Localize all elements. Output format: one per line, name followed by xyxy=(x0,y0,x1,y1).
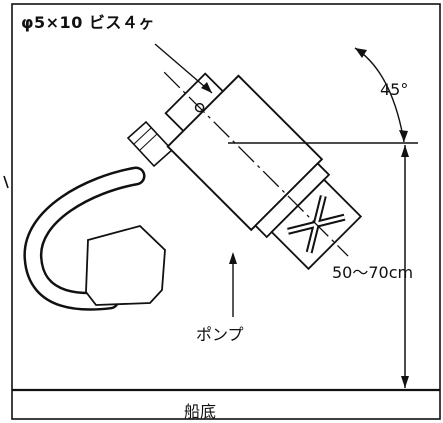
screws-leader-line xyxy=(154,43,213,94)
pump-base xyxy=(85,224,166,306)
diagram-border xyxy=(11,3,441,420)
hose-inner xyxy=(25,169,143,309)
hull-bottom-label: 船底 xyxy=(184,402,217,421)
edge-tick xyxy=(3,175,9,189)
angle-label: 45° xyxy=(380,80,409,99)
pump-body xyxy=(163,71,363,271)
screws-label: φ5×10 ビス４ヶ xyxy=(21,13,155,32)
height-range-label: 50～70cm xyxy=(332,263,414,282)
pump-center-line xyxy=(163,71,349,257)
pump-label: ポンプ xyxy=(196,325,244,344)
